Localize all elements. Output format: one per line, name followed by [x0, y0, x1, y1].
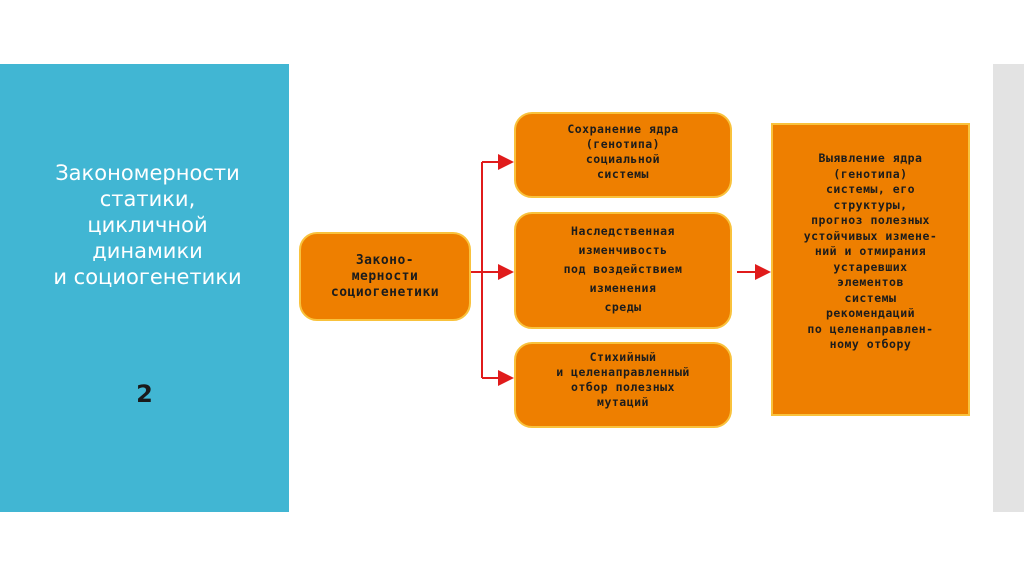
branch-a-box: Сохранение ядра (генотипа) социальной си…: [514, 112, 732, 198]
slide-number: 2: [136, 380, 153, 408]
slide-title: Закономерности статики, цикличной динами…: [53, 161, 242, 289]
right-edge-strip: [993, 64, 1024, 512]
root-box: Законо- мерности социогенетики: [299, 232, 471, 321]
title-panel: [0, 64, 289, 512]
result-box: Выявление ядра (генотипа) системы, его с…: [771, 123, 970, 416]
branch-b-box: Наследственная изменчивость под воздейст…: [514, 212, 732, 329]
branch-c-box: Стихийный и целенаправленный отбор полез…: [514, 342, 732, 428]
